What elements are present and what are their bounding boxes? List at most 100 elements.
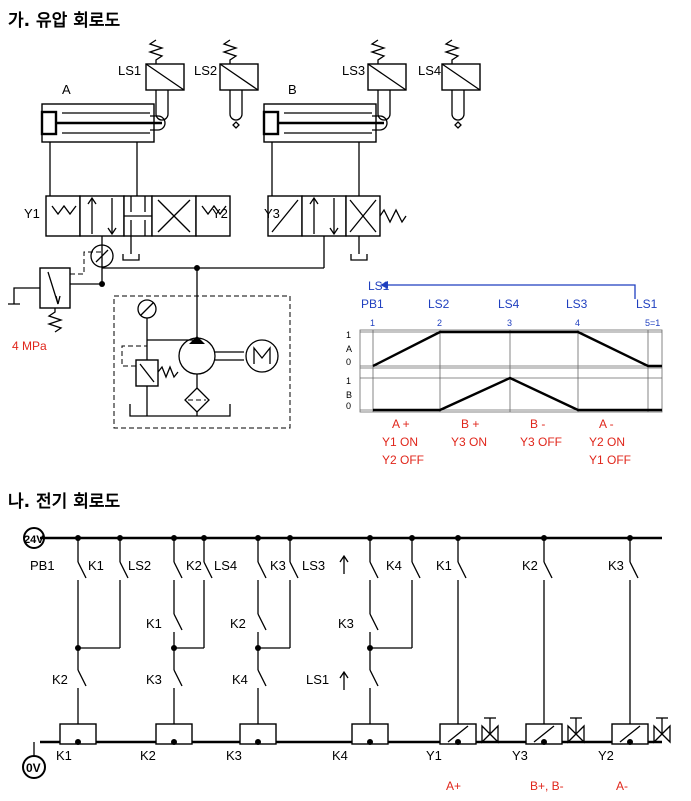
row-b-label: B — [346, 390, 352, 400]
timing-top-label-0: PB1 — [361, 297, 384, 311]
k3-contact-2-label: K3 — [608, 558, 624, 573]
timing-note-3-1: Y1 OFF — [589, 453, 631, 467]
timing-note-0-1: Y2 OFF — [382, 453, 424, 467]
out-contact-y2-blade — [629, 561, 639, 579]
ls2-contact-label: LS2 — [128, 558, 151, 573]
cylinder-a — [40, 103, 166, 196]
pb1-contact-blade — [77, 561, 87, 579]
ls1-contact-blade — [369, 669, 379, 687]
k3-contact-3-blade — [369, 613, 379, 631]
k4-contact-2-blade — [257, 669, 267, 687]
limit-switch-ls2 — [219, 39, 259, 129]
svg-text:0V: 0V — [26, 761, 41, 775]
timing-top-label-4: LS1 — [636, 297, 658, 311]
timing-action-3: A - — [599, 417, 614, 431]
hydraulic-circuit: 4 MPa A B — [8, 39, 481, 429]
cylinder-a-label: A — [62, 82, 71, 97]
timing-step-4: 5=1 — [645, 318, 660, 328]
k1-contact-1-blade — [119, 561, 129, 579]
node-out-bot-y2 — [627, 739, 633, 745]
node-col1-bot — [75, 739, 81, 745]
timing-frame — [359, 329, 663, 413]
ls4-label: LS4 — [418, 63, 441, 78]
rail-0v-marker: 0V — [22, 742, 46, 779]
y3-coil-label: Y3 — [512, 748, 528, 763]
timing-top-label-1: LS2 — [428, 297, 450, 311]
ls1-contact-label: LS1 — [306, 672, 329, 687]
y2-solenoid-diag — [619, 725, 641, 743]
node-out-bot-y1 — [455, 739, 461, 745]
timing-trace-A — [372, 330, 662, 368]
k4-contact-1-blade — [411, 561, 421, 579]
timing-note-0-0: Y1 ON — [382, 435, 418, 449]
y2-output-note: A- — [616, 779, 628, 793]
ls2-contact-blade — [173, 561, 183, 579]
power-unit-boundary — [113, 295, 291, 429]
valve-y3 — [267, 195, 407, 261]
timing-trace-B — [373, 376, 662, 412]
node-col3-bot — [255, 739, 261, 745]
k2-contact-3-label: K2 — [230, 616, 246, 631]
k1-contact-3-label: K1 — [146, 616, 162, 631]
k1-contact-2-label: K1 — [436, 558, 452, 573]
y3-solenoid-valve — [567, 724, 585, 744]
ls1-actuator-arrow — [339, 670, 349, 690]
ls3-contact-blade — [369, 561, 379, 579]
k3-coil-label: K3 — [226, 748, 242, 763]
limit-switch-ls3 — [367, 39, 407, 121]
cylinder-b — [262, 103, 388, 196]
svg-text:24V: 24V — [24, 534, 44, 546]
timing-action-0: A + — [392, 417, 410, 431]
k2-contact-4-blade — [77, 669, 87, 687]
pressure-gauge — [90, 244, 114, 268]
k1-coil-label: K1 — [56, 748, 72, 763]
timing-top-label-3: LS3 — [566, 297, 588, 311]
out-contact-y1-blade — [457, 561, 467, 579]
k3-contact-1-blade — [289, 561, 299, 579]
b-level-1: 1 — [346, 376, 351, 386]
y1-solenoid-diag — [447, 725, 469, 743]
hydraulic-section-title: 가. 유압 회로도 — [8, 11, 121, 31]
y2-coil-label: Y2 — [598, 748, 614, 763]
cylinder-b-label: B — [288, 82, 297, 97]
k3-contact-4-label: K3 — [146, 672, 162, 687]
out-contact-y3-blade — [543, 561, 553, 579]
timing-action-2: B - — [530, 417, 545, 431]
ls1-label: LS1 — [118, 63, 141, 78]
y2-label: Y2 — [212, 206, 228, 221]
timing-note-1-0: Y3 ON — [451, 435, 487, 449]
k4-contact-2-label: K4 — [232, 672, 248, 687]
a-level-1: 1 — [346, 330, 351, 340]
electric-section-title: 나. 전기 회로도 — [8, 492, 121, 512]
pb1-label: PB1 — [30, 558, 55, 573]
limit-switch-ls1 — [145, 39, 185, 121]
k4-contact-1-label: K4 — [386, 558, 402, 573]
ls4-contact-blade — [257, 561, 267, 579]
k2-contact-1-blade — [203, 561, 213, 579]
k2-contact-2-label: K2 — [522, 558, 538, 573]
node-col2-bot — [171, 739, 177, 745]
y1-coil-label: Y1 — [426, 748, 442, 763]
y1-output-note: A+ — [446, 779, 461, 793]
timing-note-2-0: Y3 OFF — [520, 435, 562, 449]
k2-contact-1-label: K2 — [186, 558, 202, 573]
row-a-label: A — [346, 344, 352, 354]
timing-step-0: 1 — [370, 318, 375, 328]
power-unit — [121, 299, 279, 417]
relief-valve — [8, 251, 102, 333]
node-col4-bot — [367, 739, 373, 745]
timing-note-3-0: Y2 ON — [589, 435, 625, 449]
valve-y1-y2 — [45, 195, 231, 261]
rail-24v-marker: 24V — [23, 527, 45, 549]
loop-label: LS1 — [368, 279, 390, 293]
electric-circuit: 24V 0V PB1 K1 LS2 K2 LS4 K3 LS3 K4 K1 K2… — [22, 527, 671, 793]
k3-contact-1-label: K3 — [270, 558, 286, 573]
timing-step-2: 3 — [507, 318, 512, 328]
timing-step-1: 2 — [437, 318, 442, 328]
timing-step-3: 4 — [575, 318, 580, 328]
ls2-label: LS2 — [194, 63, 217, 78]
k2-coil-label: K2 — [140, 748, 156, 763]
ls4-contact-label: LS4 — [214, 558, 237, 573]
timing-top-label-2: LS4 — [498, 297, 520, 311]
